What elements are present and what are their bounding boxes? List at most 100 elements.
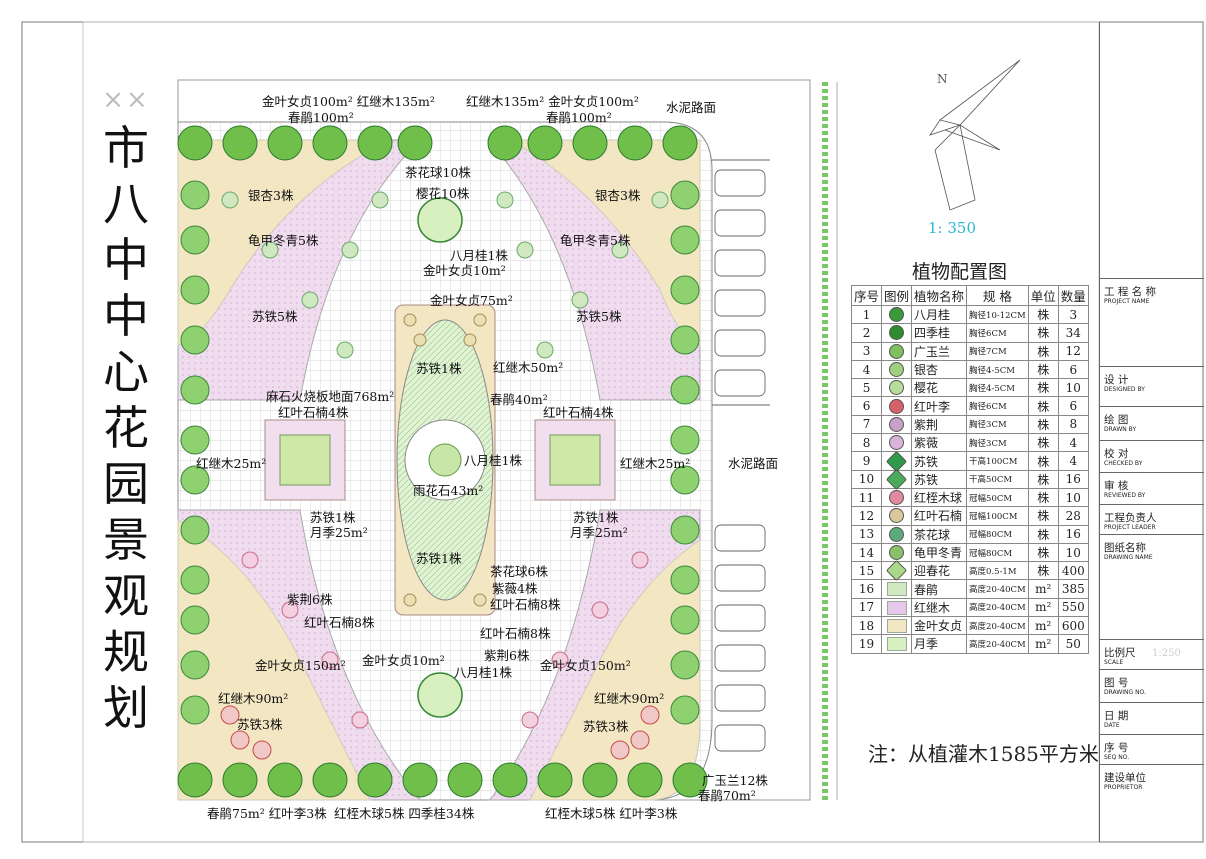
plan-label-photinia-8-b: 红叶石楠8株 [480, 626, 551, 641]
plan-label-privet-10-b: 金叶女贞10m² [362, 653, 445, 668]
tree-symbol [670, 695, 700, 725]
legend-symbol [886, 582, 907, 597]
title-block-label-en: SCALE [1104, 659, 1124, 666]
tree-symbol [630, 730, 650, 750]
tree-symbol [220, 705, 240, 725]
plan-label-rose-25-r: 月季25m² [570, 525, 628, 540]
plan-label-cycas-1-bot: 苏铁1株 [416, 551, 462, 566]
title-char: 划 [103, 681, 149, 735]
plan-label-top-right-1: 红继木135m² 金叶女贞100m² [466, 94, 639, 109]
plan-label-top-left-1: 金叶女贞100m² 红继木135m² [262, 94, 435, 109]
tree-symbol [492, 762, 528, 798]
title-block-label-en: CHECKED BY [1104, 460, 1143, 467]
tree-symbol [403, 313, 417, 327]
table-header: 图例 [881, 285, 913, 306]
tree-symbol [521, 711, 539, 729]
tree-symbol [551, 651, 569, 669]
tree-symbol [487, 125, 523, 161]
scale-label: 1: 350 [928, 219, 976, 237]
plan-label-osm-bot: 八月桂1株 [454, 665, 512, 680]
plan-label-redbud-6-b: 紫荆6株 [484, 648, 530, 663]
tree-symbol [321, 651, 339, 669]
title-block-label-en: REVIEWED BY [1104, 492, 1146, 499]
legend-symbol [889, 490, 905, 506]
legend-symbol [885, 468, 908, 490]
legend-symbol [889, 416, 905, 432]
plan-label-redbud-6-l: 紫荆6株 [287, 592, 333, 607]
tree-symbol [463, 333, 477, 347]
plan-label-road-mid: 水泥路面 [728, 456, 779, 471]
tree-symbol [536, 341, 554, 359]
plan-label-cycas-3-r: 苏铁3株 [583, 719, 629, 734]
tree-symbol [496, 191, 514, 209]
plan-label-cycas-1-l: 苏铁1株 [310, 510, 356, 525]
legend-symbol [886, 600, 907, 615]
tree-symbol [267, 762, 303, 798]
title-block-label: 序 号 [1104, 742, 1129, 754]
title-block-label: 图 号 [1104, 677, 1129, 689]
tree-symbol [180, 180, 210, 210]
tree-symbol [180, 275, 210, 305]
tree-symbol [413, 333, 427, 347]
tree-symbol [180, 650, 210, 680]
plan-label-privet-75: 金叶女贞75m² [430, 293, 513, 308]
title-char: 花 [103, 401, 149, 455]
title-block-label: 绘 图 [1104, 414, 1129, 426]
legend-symbol [889, 362, 905, 378]
tree-symbol [351, 711, 369, 729]
tree-symbol [180, 695, 210, 725]
table-title: 植物配置图 [912, 261, 1008, 283]
title-marks: ×× [102, 85, 150, 115]
tree-symbols [177, 125, 708, 798]
title-block-divider [1100, 504, 1204, 506]
tree-symbol [312, 762, 348, 798]
tree-symbol [180, 375, 210, 405]
plan-label-osm-top: 八月桂1株 [450, 248, 508, 263]
title-block-label: 比例尺 [1104, 647, 1136, 659]
plan-label-tea-ball-6: 茶花球6株 [490, 564, 548, 579]
tree-symbol [180, 325, 210, 355]
title-block-label: 校 对 [1104, 448, 1129, 460]
title-char: 八 [103, 177, 149, 231]
plan-label-azalea-70: 春鹃70m² [698, 788, 756, 803]
tree-symbol [312, 125, 348, 161]
title-block-divider [1100, 278, 1204, 280]
title-block-label: 建设单位 [1104, 772, 1146, 784]
plan-label-top-left-2: 春鹃100m² [288, 110, 354, 125]
legend-symbol [889, 435, 905, 451]
plan-label-ginkgo-l: 银杏3株 [248, 188, 294, 203]
tree-symbol [670, 605, 700, 635]
north-arrow [929, 59, 1021, 211]
title-block-label: 审 核 [1104, 480, 1129, 492]
table-header: 规 格 [966, 285, 1029, 306]
legend-symbol [889, 398, 905, 414]
tree-symbol [527, 125, 563, 161]
tree-symbol [611, 241, 629, 259]
tree-symbol [180, 465, 210, 495]
plan-label-photinia-8-c: 红叶石楠8株 [490, 597, 561, 612]
parking-top [712, 159, 770, 406]
plan-label-privet-150-r: 金叶女贞150m² [540, 658, 631, 673]
north-label: N [937, 72, 948, 86]
title-char: 观 [103, 569, 149, 623]
plan-label-top-right-2: 春鹃100m² [546, 110, 612, 125]
plan-label-crape-4: 紫薇4株 [492, 581, 538, 596]
tree-symbol [662, 125, 698, 161]
tree-symbol [267, 125, 303, 161]
title-block-label: 日 期 [1104, 710, 1129, 722]
title-block-divider [1100, 472, 1204, 474]
legend-symbol [889, 545, 905, 560]
tree-symbol [357, 125, 393, 161]
plan-label-osm-center: 八月桂1株 [464, 453, 522, 468]
title-block-divider [1100, 406, 1204, 408]
plan-label-sakura-10: 樱花10株 [416, 186, 470, 201]
title-block-label: 工 程 名 称 [1104, 286, 1157, 298]
